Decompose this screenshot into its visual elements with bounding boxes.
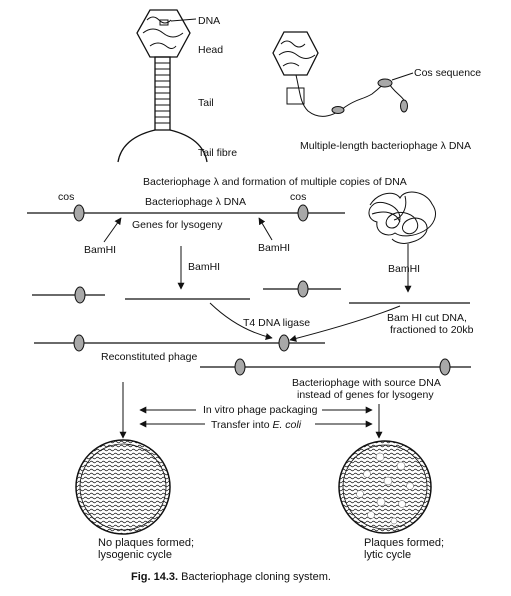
plaque: [390, 517, 398, 525]
outcome-left-1: No plaques formed;: [98, 537, 194, 549]
tail-fibre-label: Tail fibre: [198, 147, 237, 159]
digested-fragments: [32, 280, 470, 304]
cos-left-label: cos: [58, 191, 74, 203]
genes-lysogeny-label: Genes for lysogeny: [132, 219, 223, 231]
figure-title: Bacteriophage cloning system.: [178, 571, 331, 583]
packaging-label: In vitro phage packaging: [203, 404, 318, 416]
bamhi-arrow-left-label: BamHI: [188, 261, 220, 273]
plaque: [398, 500, 406, 508]
cos-right-label: cos: [290, 191, 306, 203]
plaque: [375, 452, 385, 462]
phage-collar: [159, 19, 169, 26]
tail-label: Tail: [198, 97, 214, 109]
concatemer-caption: Multiple-length bacteriophage λ DNA: [300, 140, 471, 152]
section-title: Bacteriophage λ and formation of multipl…: [143, 176, 407, 188]
phage-particle: DNA Head Tail Tail fibre: [117, 9, 237, 163]
phage-head: [136, 9, 191, 58]
bamhi-arrow-right-label: BamHI: [388, 263, 420, 275]
bamhi-right-label: BamHI: [258, 242, 290, 254]
concatemer-phage: Cos sequence Multiple-length bacteriopha…: [272, 31, 481, 152]
outcome-right-1: Plaques formed;: [364, 537, 444, 549]
bamhi-left-label: BamHI: [84, 244, 116, 256]
plate-no-plaques: [75, 439, 171, 535]
figure-number: Fig. 14.3.: [131, 571, 178, 583]
plaque: [396, 461, 406, 471]
source-dna-coil: [368, 191, 436, 244]
t4-ligase-label: T4 DNA ligase: [243, 317, 310, 329]
plaque: [383, 476, 393, 486]
phage-dna-coil: [142, 16, 184, 49]
lambda-dna: Bacteriophage λ DNA cos cos Genes for ly…: [27, 191, 345, 256]
plaque: [367, 511, 375, 519]
cut-dna-label-2: fractioned to 20kb: [390, 324, 474, 336]
phage-tail-fibres: [117, 129, 208, 163]
transfer-label: Transfer into E. coli: [211, 419, 302, 431]
source-dna-label-2: instead of genes for lysogeny: [297, 389, 434, 401]
reconstituted-dna: Reconstituted phage Bacteriophage with s…: [34, 334, 471, 401]
head-label: Head: [198, 44, 223, 56]
reconstituted-label: Reconstituted phage: [101, 351, 197, 363]
outcome-left-2: lysogenic cycle: [98, 549, 172, 561]
plaque: [376, 497, 386, 507]
phage-tail: [154, 56, 171, 131]
ligase-arrow-left: [209, 302, 273, 340]
plaque: [363, 470, 371, 478]
cos-sequence-label: Cos sequence: [414, 67, 481, 79]
plaque: [356, 490, 364, 498]
plate-with-plaques: [338, 440, 432, 534]
dna-label: DNA: [198, 15, 220, 27]
lambda-dna-title: Bacteriophage λ DNA: [145, 196, 246, 208]
ligase-arrow-right: [289, 305, 401, 342]
source-dna-label-1: Bacteriophage with source DNA: [292, 377, 441, 389]
plaque: [406, 482, 414, 490]
outcome-right-2: lytic cycle: [364, 549, 411, 561]
figure-caption: Fig. 14.3. Bacteriophage cloning system.: [131, 571, 331, 583]
cut-dna-label-1: Bam HI cut DNA,: [387, 312, 467, 324]
